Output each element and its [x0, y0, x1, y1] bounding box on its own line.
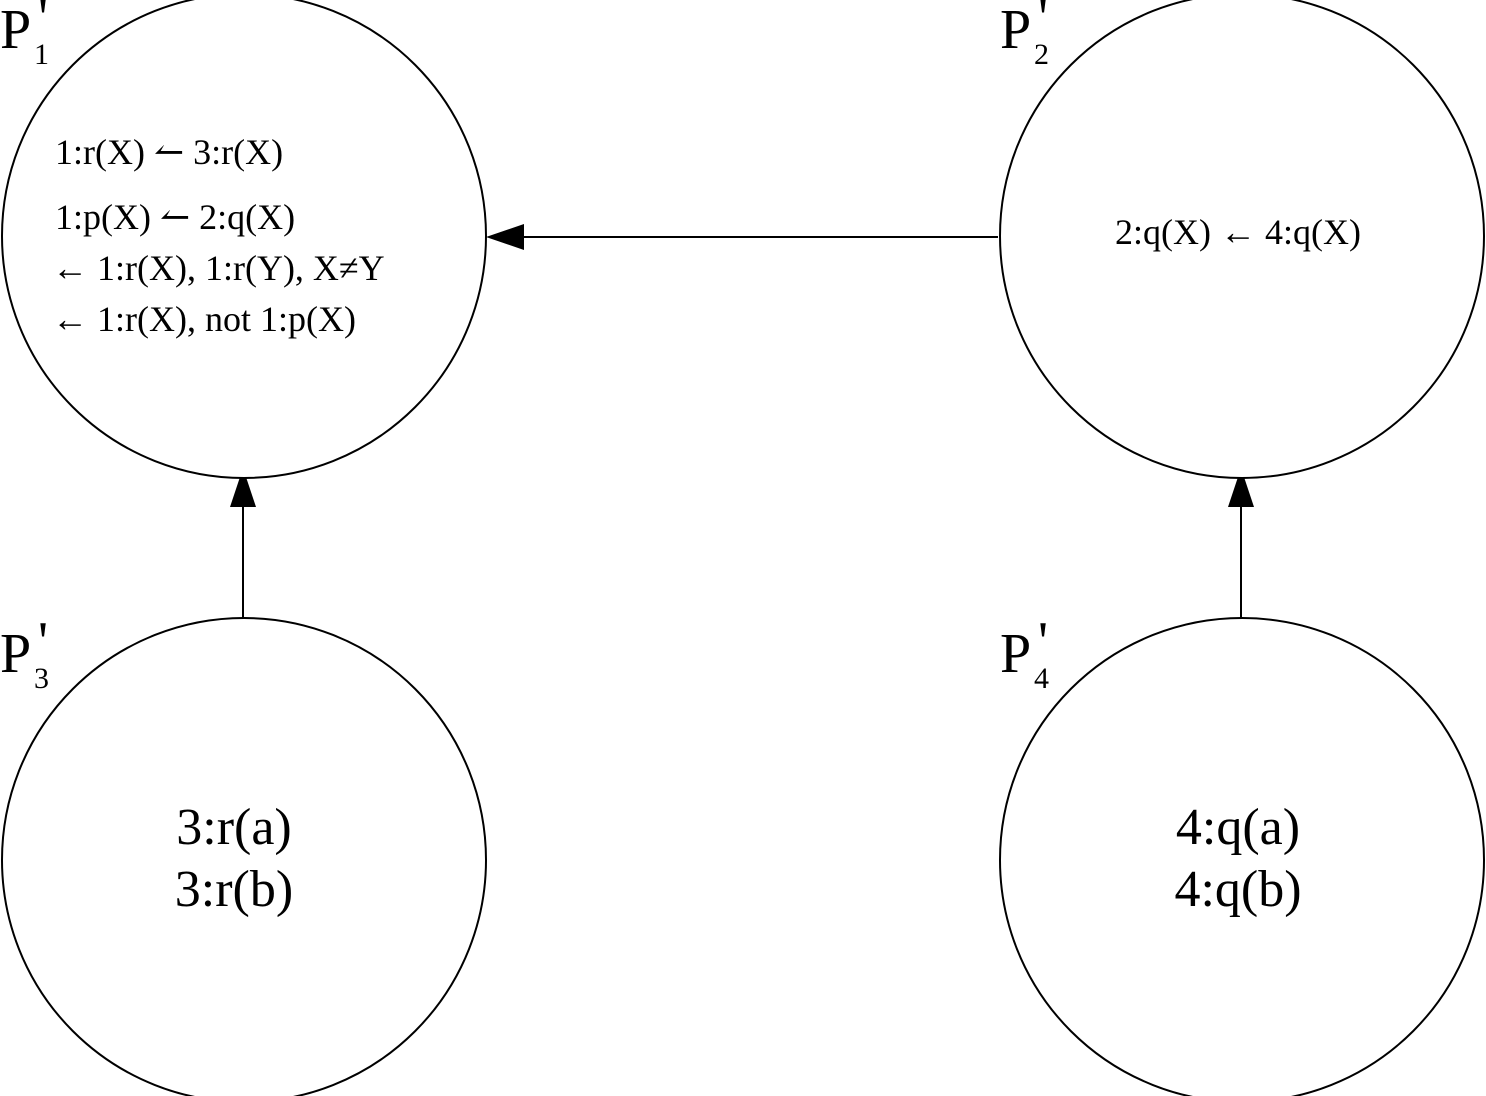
node-p1-label: P [0, 0, 31, 61]
edge-p4-to-p2-arrowhead [1228, 468, 1254, 507]
node-p1-subscript: 1 [34, 38, 49, 71]
node-p1-rule-4: ← 1:r(X), not 1:p(X) [52, 299, 356, 339]
node-p2: P ' 2 2:q(X) ← 4:q(X) [999, 0, 1485, 479]
node-p3-subscript: 3 [34, 662, 49, 695]
node-p2-rule-1: 2:q(X) ← 4:q(X) [1115, 212, 1361, 252]
node-p3: P ' 3 3:r(a) 3:r(b) [0, 611, 487, 1096]
node-p1-rule-3: ← 1:r(X), 1:r(Y), X≠Y [52, 248, 385, 288]
node-p3-label: P [0, 623, 31, 685]
node-p3-circle [1, 617, 487, 1096]
node-p1-prime: ' [38, 0, 48, 49]
node-p4-label: P [1000, 623, 1031, 685]
node-p1: P ' 1 1:r(X) ↼ 3:r(X) 1:p(X) ↼ 2:q(X) ← … [0, 0, 487, 479]
edges [230, 224, 1254, 626]
node-p3-prime: ' [38, 611, 48, 673]
node-p4-circle [999, 617, 1485, 1096]
node-p2-label: P [1000, 0, 1031, 61]
node-p4-fact-1: 4:q(a) [1176, 799, 1300, 856]
node-p2-circle [999, 0, 1485, 479]
node-p4: P ' 4 4:q(a) 4:q(b) [999, 611, 1485, 1096]
node-p1-rule-2: 1:p(X) ↼ 2:q(X) [55, 197, 295, 237]
node-p3-fact-1: 3:r(a) [176, 799, 291, 856]
node-p2-subscript: 2 [1034, 38, 1049, 71]
node-p1-circle [1, 0, 487, 479]
node-p4-subscript: 4 [1034, 662, 1049, 695]
node-p4-prime: ' [1038, 611, 1048, 673]
node-p4-fact-2: 4:q(b) [1174, 861, 1301, 918]
node-p2-prime: ' [1038, 0, 1048, 49]
edge-p2-to-p1-arrowhead [486, 224, 524, 250]
node-p3-fact-2: 3:r(b) [175, 861, 293, 918]
edge-p3-to-p1-arrowhead [230, 468, 256, 507]
node-p1-rule-1: 1:r(X) ↼ 3:r(X) [55, 132, 283, 172]
